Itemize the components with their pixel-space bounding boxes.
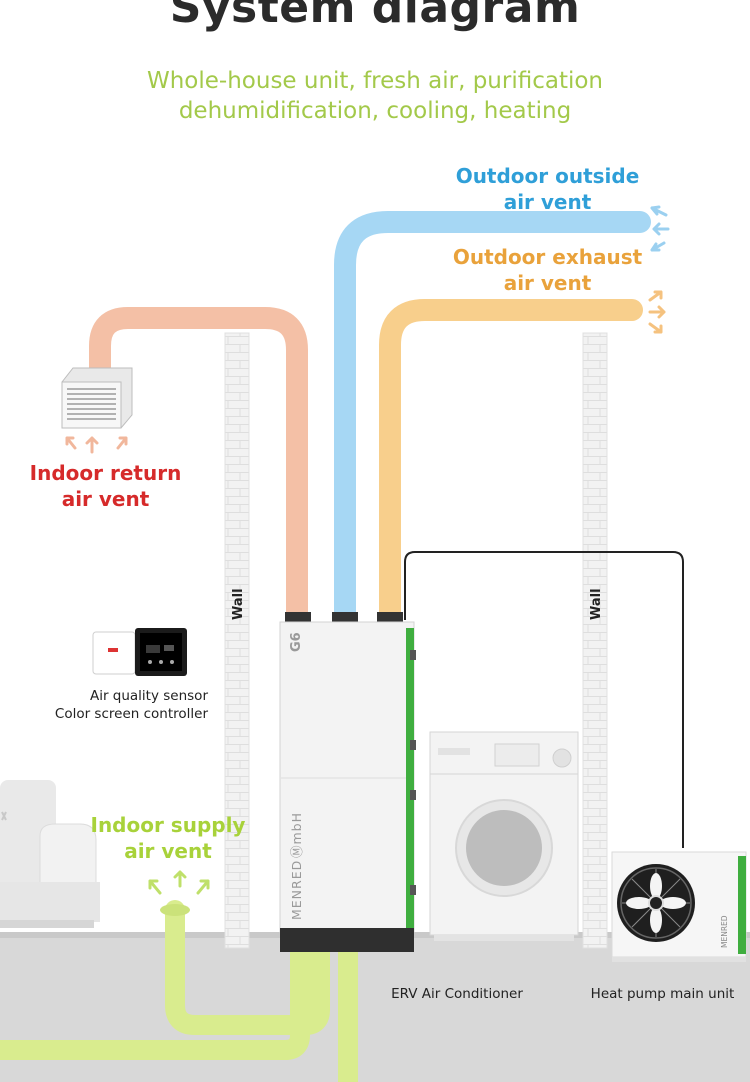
color-screen-controller	[135, 628, 187, 676]
erv-model-label: G6	[289, 632, 304, 652]
supply-air-arrows-icon	[148, 870, 210, 895]
sensor-controller-label: Air quality sensor Color screen controll…	[20, 687, 208, 723]
label-line: air vent	[61, 487, 150, 511]
return-air-vent	[61, 367, 133, 429]
supply-air-duct-1	[0, 950, 310, 1060]
fan-icon	[617, 864, 695, 942]
supply-air-vent	[160, 904, 190, 916]
erv-brand-label: MENRED	[289, 860, 304, 920]
label-line: Color screen controller	[54, 706, 208, 722]
outdoor-intake-arrows-icon	[650, 205, 670, 252]
label-line: air vent	[503, 271, 592, 295]
erv-brand-mark: ⓂmbH	[289, 812, 304, 858]
label-line: Air quality sensor	[89, 688, 208, 704]
heat-pump-brand-label: MENRED	[720, 915, 729, 948]
return-air-arrows-icon	[65, 436, 128, 454]
label-line: Outdoor outside	[455, 164, 640, 188]
exhaust-air-duct	[379, 299, 643, 629]
label-line: air vent	[124, 839, 212, 863]
label-line: Indoor return	[29, 461, 182, 485]
subtitle-line: dehumidification, cooling, heating	[178, 98, 572, 124]
right-wall	[582, 332, 608, 949]
subtitle-line: Whole-house unit, fresh air, purificatio…	[146, 68, 604, 94]
washing-machine	[429, 731, 579, 941]
label-line: Indoor supply	[90, 813, 246, 837]
outdoor-exhaust-air-vent-label: Outdoor exhaust air vent	[440, 244, 655, 296]
duct-collar	[377, 612, 403, 624]
page-title: System diagram	[169, 0, 581, 33]
erv-air-conditioner-label: ERV Air Conditioner	[391, 986, 523, 1002]
indoor-return-air-vent-label: Indoor return air vent	[18, 460, 193, 512]
supply-air-duct-2	[165, 900, 330, 1035]
wall-label-left: Wall	[231, 588, 246, 620]
duct-collar	[285, 612, 311, 624]
outdoor-air-duct	[334, 211, 651, 629]
indoor-supply-air-vent-label: Indoor supply air vent	[78, 812, 258, 864]
page-subtitle: Whole-house unit, fresh air, purificatio…	[0, 66, 750, 126]
erv-unit	[279, 621, 416, 952]
outdoor-outside-air-vent-label: Outdoor outside air vent	[440, 163, 655, 215]
label-line: air vent	[503, 190, 592, 214]
duct-collar	[332, 612, 358, 624]
return-air-duct	[89, 307, 308, 629]
refrigerant-cable	[404, 551, 684, 848]
label-line: Outdoor exhaust	[452, 245, 643, 269]
armchair	[0, 780, 100, 928]
air-quality-sensor	[92, 631, 136, 675]
heat-pump-main-unit-label: Heat pump main unit	[590, 986, 735, 1002]
wall-label-right: Wall	[589, 588, 604, 620]
left-wall	[224, 332, 250, 949]
exhaust-arrows-icon	[648, 290, 666, 334]
